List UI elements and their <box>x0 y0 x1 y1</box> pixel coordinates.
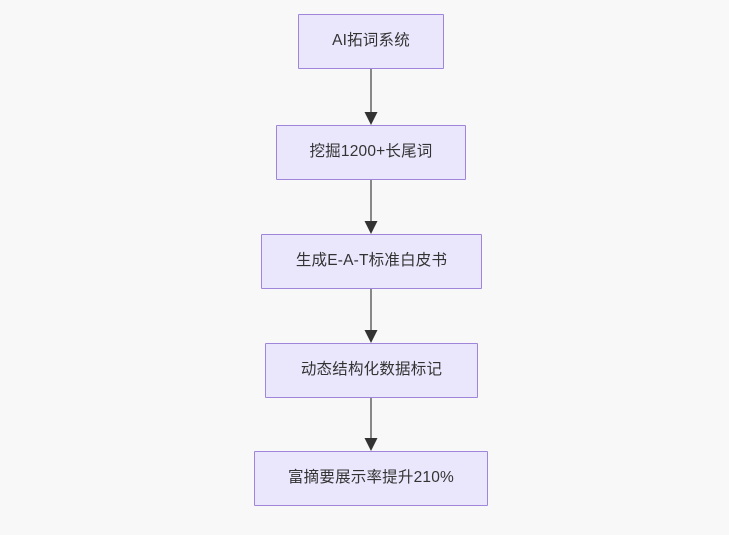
edge-n4-n5 <box>361 398 381 451</box>
node-label: 挖掘1200+长尾词 <box>309 143 433 161</box>
edge-n2-n3 <box>361 180 381 234</box>
flowchart-node-ai-keyword-system[interactable]: AI拓词系统 <box>298 14 444 69</box>
flowchart-node-generate-eat-whitepaper[interactable]: 生成E-A-T标准白皮书 <box>261 234 482 289</box>
node-label: 生成E-A-T标准白皮书 <box>295 252 448 270</box>
flowchart-node-rich-snippet-impression-uplift[interactable]: 富摘要展示率提升210% <box>254 451 488 506</box>
edge-n3-n4 <box>361 289 381 343</box>
arrowhead-icon <box>364 221 378 234</box>
node-label: 富摘要展示率提升210% <box>287 469 455 487</box>
node-label: AI拓词系统 <box>332 32 410 50</box>
flowchart-node-mine-longtail-keywords[interactable]: 挖掘1200+长尾词 <box>276 125 466 180</box>
arrowhead-icon <box>364 330 378 343</box>
flowchart-node-dynamic-structured-data-markup[interactable]: 动态结构化数据标记 <box>265 343 478 398</box>
edge-n1-n2 <box>361 69 381 125</box>
arrowhead-icon <box>364 112 378 125</box>
node-label: 动态结构化数据标记 <box>300 361 443 379</box>
arrowhead-icon <box>364 438 378 451</box>
